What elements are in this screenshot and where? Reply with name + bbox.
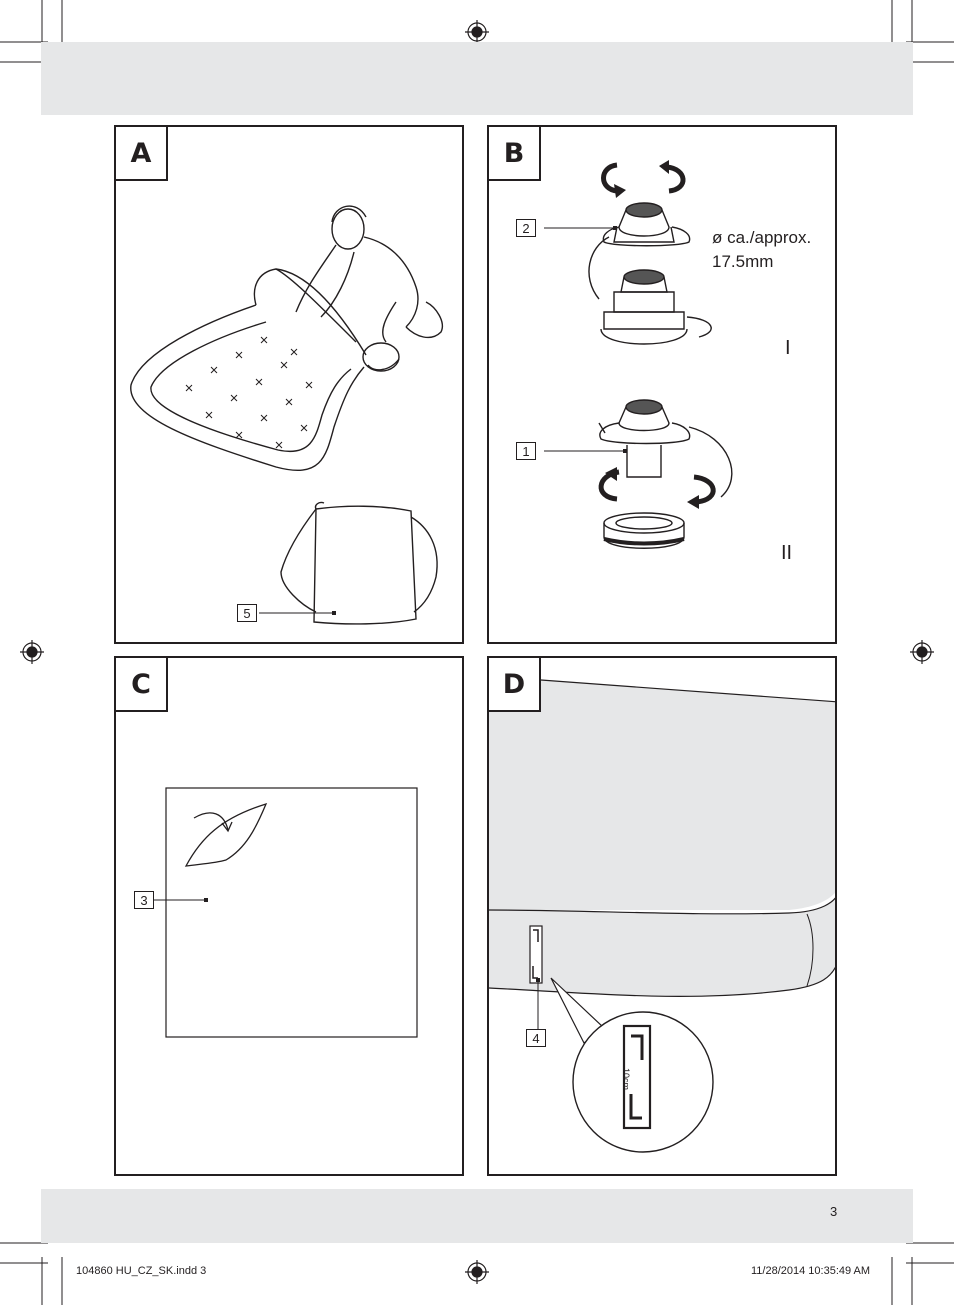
panel-a: A bbox=[114, 125, 464, 644]
callout-2: 2 bbox=[516, 219, 536, 237]
panel-label-c: C bbox=[116, 658, 168, 712]
slug-timestamp: 11/28/2014 10:35:49 AM bbox=[751, 1265, 871, 1277]
registration-mark-left bbox=[20, 640, 44, 664]
rotate-arrow-icon bbox=[666, 164, 686, 194]
panel-label-b: B bbox=[489, 127, 541, 181]
registration-mark-right bbox=[910, 640, 934, 664]
panel-c: C 3 bbox=[114, 656, 464, 1176]
repair-patch-illustration bbox=[154, 787, 418, 1038]
registration-mark-top bbox=[465, 20, 489, 44]
footer-band bbox=[41, 1189, 913, 1243]
mattress-rolling-illustration bbox=[130, 205, 443, 625]
valve-diameter-value: 17.5mm bbox=[712, 252, 774, 271]
callout-3: 3 bbox=[134, 891, 154, 909]
valve-assembly-illustration bbox=[544, 160, 733, 549]
rotate-arrow-icon bbox=[601, 162, 618, 194]
header-band bbox=[41, 42, 913, 115]
panel-label-a: A bbox=[116, 127, 168, 181]
rotate-arrow-icon bbox=[693, 474, 716, 505]
valve-diameter-spec: ø ca./approx. bbox=[712, 228, 812, 247]
callout-4: 4 bbox=[526, 1029, 546, 1047]
registration-mark-bottom bbox=[465, 1260, 489, 1284]
patch-size-label: 10cm bbox=[621, 1068, 631, 1091]
step-label-1: I bbox=[785, 337, 791, 359]
panel-label-d: D bbox=[489, 658, 541, 712]
peel-patch-icon bbox=[184, 802, 268, 867]
panel-b: B bbox=[487, 125, 837, 644]
slug-filename: 104860 HU_CZ_SK.indd 3 bbox=[76, 1265, 207, 1277]
callout-5: 5 bbox=[237, 604, 257, 622]
callout-1: 1 bbox=[516, 442, 536, 460]
page-number: 3 bbox=[830, 1204, 838, 1219]
panel-d: D 10cm 4 bbox=[487, 656, 837, 1176]
mattress-patch-location-illustration bbox=[489, 679, 835, 1153]
step-label-2: II bbox=[781, 542, 793, 564]
